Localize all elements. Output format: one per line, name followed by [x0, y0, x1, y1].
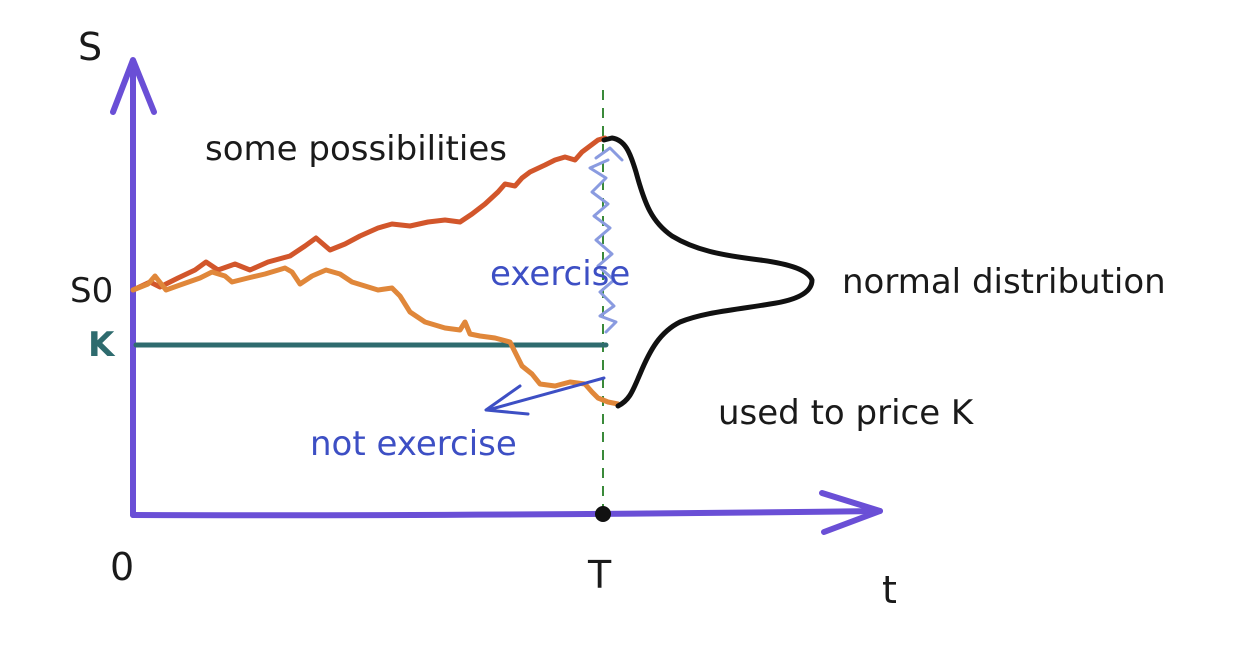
y-axis [129, 59, 137, 518]
not-exercise-arrow [486, 376, 606, 412]
price-path-upper [130, 135, 608, 293]
x-axis [130, 508, 883, 519]
x-axis-arrowhead [819, 490, 883, 535]
some-possibilities-label: some possibilities [205, 129, 507, 169]
x-axis-label: t [882, 568, 897, 612]
price-path-lower [130, 265, 621, 407]
normal-distribution-label: normal distribution [842, 262, 1166, 302]
maturity-t-label: T [587, 553, 612, 597]
normal-distribution-curve [601, 135, 815, 409]
not-exercise-label: not exercise [310, 424, 517, 464]
t-marker-dot [595, 506, 611, 522]
used-to-price-label: used to price K [718, 393, 975, 433]
strike-k-label: K [88, 325, 116, 365]
not-exercise-arrowhead [484, 384, 530, 416]
y-axis-label: S [78, 25, 102, 69]
exercise-zigzag-arrow [588, 158, 618, 334]
exercise-arrowhead [594, 146, 624, 162]
exercise-label: exercise [490, 254, 630, 294]
y-axis-arrowhead [110, 57, 157, 115]
s0-label: S0 [70, 271, 113, 311]
origin-label: 0 [110, 545, 134, 589]
